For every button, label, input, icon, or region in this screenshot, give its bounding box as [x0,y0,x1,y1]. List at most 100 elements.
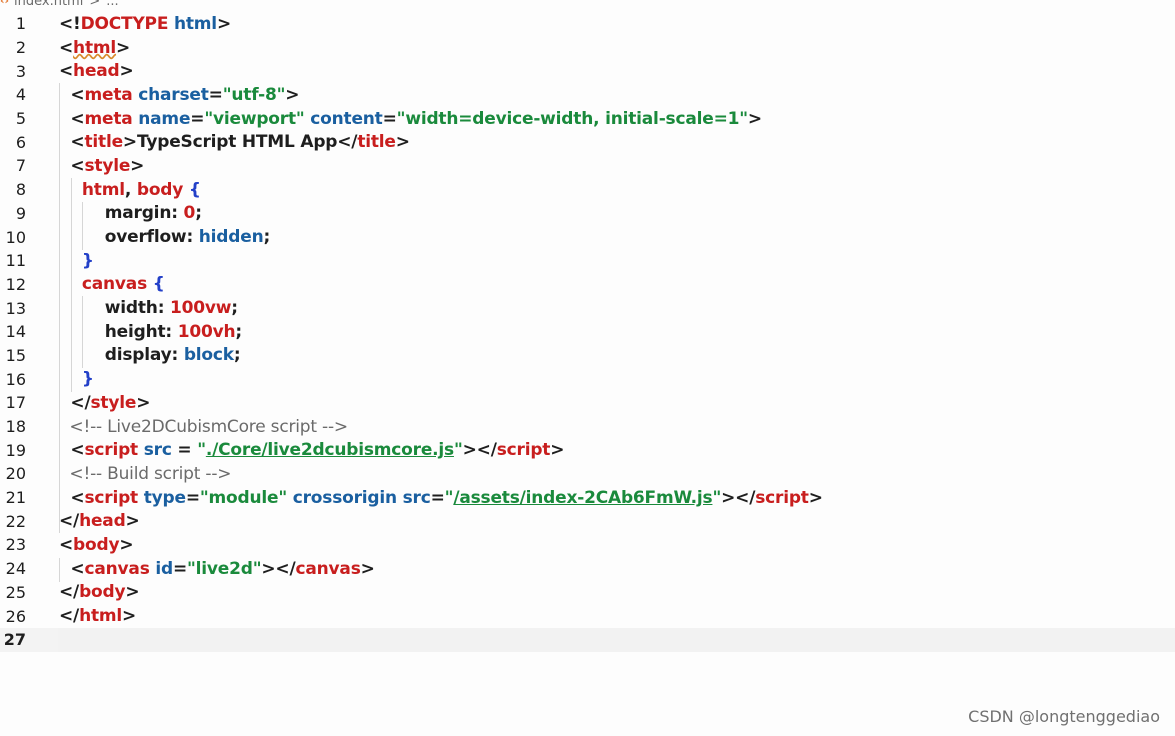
code-line[interactable]: 25</body> [0,581,1175,605]
code-text[interactable]: </head> [59,511,140,531]
breadcrumb[interactable]: ‹› index.html > ... [0,0,119,9]
code-token: "viewport" [204,108,305,129]
code-text[interactable]: overflow: hidden; [59,227,271,248]
code-line[interactable]: 15 display: block; [0,344,1175,368]
line-number: 16 [5,369,26,389]
code-text[interactable]: width: 100vw; [59,298,238,318]
code-line[interactable]: 7 <style> [0,154,1175,178]
code-line[interactable]: 21 <script type="module" crossorigin src… [0,486,1175,510]
code-text[interactable]: display: block; [59,345,241,365]
line-number: 21 [5,488,26,508]
indent-guide [59,558,60,582]
code-token: display [59,345,172,366]
code-token: { [183,179,201,200]
code-line[interactable]: 19 <script src = "./Core/live2dcubismcor… [0,438,1175,462]
code-line[interactable]: 23<body> [0,533,1175,557]
code-text[interactable]: <!DOCTYPE html> [59,14,231,34]
code-text[interactable]: <canvas id="live2d"></canvas> [59,558,375,579]
code-text[interactable]: <title>TypeScript HTML App</title> [59,132,410,152]
code-line[interactable]: 8 html, body { [0,178,1175,202]
code-line[interactable]: 5 <meta name="viewport" content="width=d… [0,107,1175,131]
line-number: 3 [15,61,26,81]
code-text[interactable]: </html> [59,606,136,626]
code-line[interactable]: 1<!DOCTYPE html> [0,12,1175,36]
code-text[interactable]: canvas { [59,274,165,294]
code-token: canvas [295,558,361,579]
code-text[interactable]: <head> [59,61,134,81]
code-line[interactable]: 22</head> [0,509,1175,533]
code-text[interactable]: height: 100vh; [59,322,242,342]
code-token: > [122,606,137,627]
code-text[interactable]: } [59,251,94,271]
code-line[interactable]: 13 width: 100vw; [0,296,1175,320]
code-token: > [360,558,375,579]
indent-guide [71,178,72,392]
code-token: " [197,440,206,461]
code-line[interactable]: 14 height: 100vh; [0,320,1175,344]
code-line[interactable]: 3 <head> [0,59,1175,83]
code-token: src [396,487,431,508]
code-text[interactable]: <style> [59,156,144,176]
code-line[interactable]: 16 } [0,367,1175,391]
code-text[interactable]: <meta charset="utf-8"> [59,85,299,105]
code-token: = [430,487,445,508]
code-token: > [285,84,300,105]
code-text[interactable]: <script src = "./Core/live2dcubismcore.j… [59,440,564,460]
code-token: type [138,487,186,508]
code-line[interactable]: 6 <title>TypeScript HTML App</title> [0,130,1175,154]
code-token: < [59,84,85,105]
code-line[interactable]: 12 canvas { [0,273,1175,297]
code-text[interactable]: </body> [59,582,140,602]
code-token: ; [195,203,202,224]
code-line[interactable]: 4 <meta charset="utf-8"> [0,83,1175,107]
code-token: < [59,61,74,82]
code-token: html [59,179,125,200]
breadcrumb-rest[interactable]: ... [106,0,119,9]
code-token: ; [231,298,238,319]
code-editor[interactable]: 1<!DOCTYPE html>2<html>3 <head>4 <meta ch… [0,12,1175,672]
indent-guide [59,83,60,533]
code-token: : [186,227,199,248]
code-text[interactable]: </style> [59,393,150,413]
code-line[interactable]: 18 <!-- Live2DCubismCore script --> [0,415,1175,439]
indent-guide [82,202,83,250]
code-text[interactable]: html, body { [59,180,201,200]
code-text[interactable]: <html> [59,38,130,58]
code-token: " [444,487,454,508]
code-text[interactable]: <body> [59,534,134,555]
code-text[interactable]: <!-- Live2DCubismCore script --> [59,417,348,437]
code-token: </ [59,511,80,532]
code-token: > [216,13,231,34]
code-text[interactable]: <!-- Build script --> [59,464,231,484]
code-line[interactable]: 17 </style> [0,391,1175,415]
code-line[interactable]: 10 overflow: hidden; [0,225,1175,249]
code-text[interactable]: <meta name="viewport" content="width=dev… [59,109,762,129]
code-token: ></ [721,487,756,508]
code-text[interactable]: margin: 0; [59,203,202,223]
line-number: 20 [5,464,26,484]
code-token: > [116,37,131,58]
code-token: } [59,369,94,390]
code-token: , [124,179,137,200]
code-token: ></ [261,558,296,579]
code-token: content [304,108,383,129]
code-line[interactable]: 27 [0,627,1175,652]
breadcrumb-file[interactable]: index.html [14,0,84,9]
code-token: = [190,108,205,129]
code-token: ></ [462,440,497,461]
code-token: < [59,132,85,153]
code-line[interactable]: 2<html> [0,36,1175,60]
code-line[interactable]: 26</html> [0,604,1175,628]
code-text[interactable]: } [59,369,94,389]
code-text[interactable]: <script type="module" crossorigin src="/… [59,488,823,508]
code-line[interactable]: 20 <!-- Build script --> [0,462,1175,486]
code-token: style [90,392,137,413]
code-line[interactable]: 24 <canvas id="live2d"></canvas> [0,557,1175,581]
code-line[interactable]: 11 } [0,249,1175,273]
code-token: ; [233,345,241,366]
code-token: > [119,61,134,82]
code-line[interactable]: 9 margin: 0; [0,202,1175,226]
code-token: "module" [199,487,288,508]
code-token: > [119,534,134,555]
